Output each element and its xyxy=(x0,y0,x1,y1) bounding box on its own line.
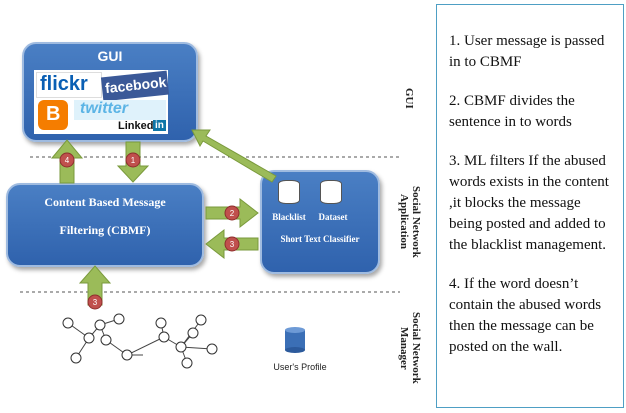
cbmf-box: Content Based Message Filtering (CBMF) xyxy=(6,183,204,267)
user-node xyxy=(121,349,133,361)
cbmf-title-line1: Content Based Message xyxy=(44,195,166,209)
step-3: 3. ML filters If the abused words exists… xyxy=(449,153,609,253)
layer-label-social-app: Social Network Application xyxy=(398,186,422,258)
dataset-label: Dataset xyxy=(318,212,348,222)
user-node xyxy=(206,343,218,355)
layer-label-social-manager: Social Network Manager xyxy=(398,312,422,384)
twitter-logo: twitter xyxy=(74,100,166,120)
flickr-logo: flickr xyxy=(36,72,102,98)
dataset-db-icon xyxy=(320,180,342,204)
user-node xyxy=(83,332,95,344)
user-node xyxy=(181,357,193,369)
social-logos: flickr facebook B twitter Linked in xyxy=(34,70,170,134)
blacklist-db-icon xyxy=(278,180,300,204)
user-node xyxy=(175,341,187,353)
user-node xyxy=(100,334,112,346)
user-node xyxy=(113,313,125,325)
step-2: 2. CBMF divides the sentence in to words xyxy=(449,93,575,130)
badge-1: 1 xyxy=(131,156,136,165)
step-1: 1. User message is passed in to CBMF xyxy=(449,33,605,70)
user-node xyxy=(70,352,82,364)
gui-title: GUI xyxy=(97,48,123,64)
cbmf-title-line2: Filtering (CBMF) xyxy=(59,223,151,237)
user-node xyxy=(94,319,106,331)
user-node xyxy=(158,331,170,343)
users-profile-label: User's Profile xyxy=(273,362,327,372)
badge-4: 4 xyxy=(65,156,70,165)
blacklist-label: Blacklist xyxy=(272,212,306,222)
badge-2: 2 xyxy=(230,209,235,218)
users-profile-db-icon xyxy=(285,327,305,353)
arrow-classifier-to-gui xyxy=(191,129,277,183)
step-4: 4. If the word doesn’t contain the abuse… xyxy=(449,276,602,355)
badge-3-network: 3 xyxy=(93,298,98,307)
user-node xyxy=(187,327,199,339)
classifier-label: Short Text Classifier xyxy=(280,234,360,244)
linkedin-logo: Linked in xyxy=(116,120,168,134)
user-node xyxy=(155,317,167,329)
gui-box: GUI flickr facebook B twitter Linked in xyxy=(22,42,198,142)
blogger-icon: B xyxy=(38,100,68,130)
user-node xyxy=(195,314,207,326)
steps-panel: 1. User message is passed in to CBMF 2. … xyxy=(436,4,624,408)
classifier-box: Blacklist Dataset Short Text Classifier xyxy=(260,170,380,274)
layer-label-gui: GUI xyxy=(403,88,415,109)
badge-3-classifier: 3 xyxy=(230,240,235,249)
user-node xyxy=(62,317,74,329)
